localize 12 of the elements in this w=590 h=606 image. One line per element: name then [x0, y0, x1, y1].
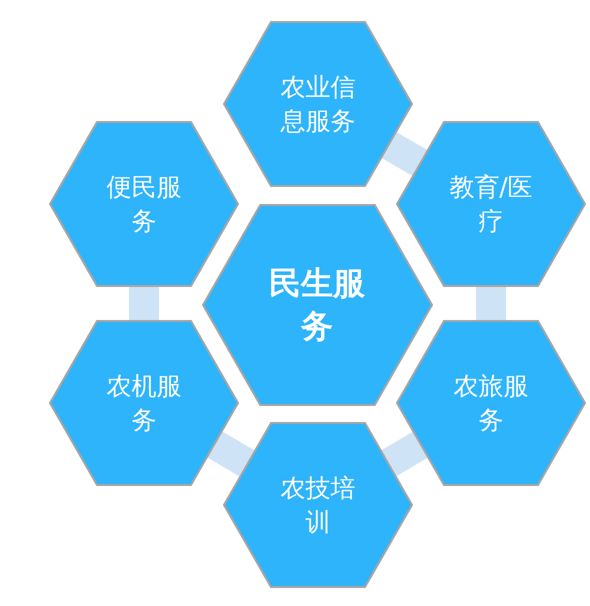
service-label: 农技培训: [280, 472, 356, 538]
service-label: 农机服务: [106, 370, 182, 436]
connector-band: [381, 132, 428, 176]
connector-band: [129, 286, 159, 321]
service-label: 农业信息服务: [279, 71, 356, 137]
connector-band: [380, 432, 428, 476]
service-label: 民生服务: [268, 262, 366, 347]
connector-band: [476, 286, 506, 321]
service-label: 农旅服务: [452, 370, 530, 436]
service-label: 教育/医疗: [448, 171, 534, 237]
connector-band: [206, 431, 256, 477]
service-label: 便民服务: [106, 171, 182, 237]
